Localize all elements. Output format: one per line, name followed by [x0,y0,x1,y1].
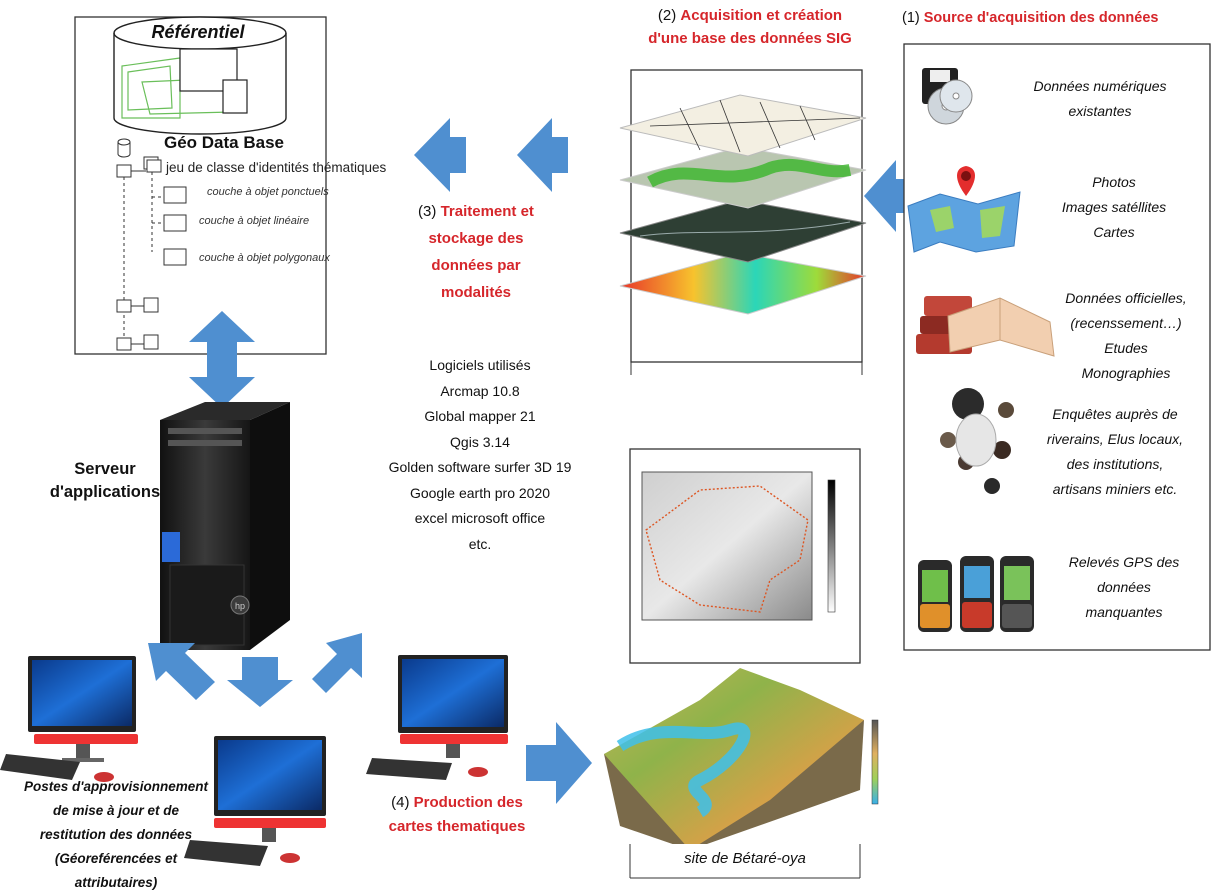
software-item: Golden software surfer 3D 19 [388,459,572,475]
source-line: riverains, Elus locaux, [1046,431,1184,447]
dem-study-boundary [645,485,809,613]
step1-number: (1) [902,10,920,26]
floppy-cd-icon [922,68,973,125]
server-tower: hp [160,402,290,650]
svg-text:hp: hp [235,601,245,611]
workstation-3 [366,655,508,780]
step2-line: d'une base des données SIG [648,30,852,47]
software-item: Qgis 3.14 [450,433,510,450]
server-label-line: Serveur [74,460,136,478]
source-line: Cartes [1093,224,1135,240]
source-line: des institutions, [1066,456,1164,472]
step3-line: modalités [440,284,512,301]
software-item: Global mapper 21 [424,408,536,424]
software-item: excel microsoft office [414,510,546,526]
feature-dataset-label: jeu de classe d'identités thématiques [166,160,387,175]
source-line: données [1097,579,1151,595]
layer-line-label: couche à objet linéaire [199,215,310,227]
software-item: Arcmap 10.8 [440,382,520,399]
database-cylinder-side [113,33,287,135]
arrow-down-right [312,633,362,693]
double-arrow-vertical [189,311,255,408]
gps-devices-icon [918,556,1034,632]
dem-color-scale [827,479,836,613]
step2-line: Acquisition et création [680,7,843,24]
source-line: Photos [1092,174,1136,190]
arrow-left-1 [517,118,568,192]
source-line: existantes [1068,103,1132,119]
source-line: manquantes [1085,604,1163,620]
software-item: Google earth pro 2020 [409,484,551,501]
workstations-label-line: Postes d'approvisionnement [24,779,208,794]
workstation-2 [184,736,326,866]
terrain-3d-model [604,668,879,850]
arrow-down [227,657,293,707]
source-gps: Relevés GPS des données manquantes [1046,550,1202,625]
step3-line: données par [431,257,521,274]
step4-line: Production des [413,794,523,811]
layer-point-label: couche à objet ponctuels [207,186,329,198]
arrow-down-left [148,643,215,700]
gis-layer-stack [619,94,867,315]
step4-label: (4) Production des cartes thematiques [372,791,542,839]
step2-number: (2) [657,7,677,24]
workstations-label-line: restitution des données [39,827,193,842]
arrow-to-final-map [526,722,592,804]
arrow-left-3 [864,160,908,232]
source-line: Données numériques [1033,78,1167,94]
step2-label: (2) Acquisition et création d'une base d… [600,4,900,50]
step3-number: (3) [418,203,437,220]
source-photos-maps: Photos Images satéllites Cartes [1014,170,1214,245]
source-official-data: Données officielles, (recenssement…) Etu… [1036,286,1216,386]
step1-text: Source d'acquisition des données [923,10,1159,26]
step4-number: (4) [391,794,410,811]
arrow-left-2 [414,118,466,192]
workstation-1 [0,656,138,782]
map-pin-icon [907,166,1021,253]
layer-polygon-label: couche à objet polygonaux [199,252,330,264]
geodatabase-label: Géo Data Base [164,133,284,152]
source-line: Etudes [1104,340,1148,356]
source-digital-data: Données numériques existantes [1000,74,1200,124]
people-meeting-icon [940,388,1014,494]
database-map-inset [222,79,248,114]
workstations-label: Postes d'approvisionnement de mise à jou… [0,775,232,895]
source-line: Relevés GPS des [1068,554,1180,570]
software-heading: Logiciels utilisés [429,357,531,373]
step1-label: (1) Source d'acquisition des données [902,10,1222,26]
dem-map [641,471,813,621]
source-line: Enquêtes auprès de [1052,406,1178,422]
step3-label: (3) Traitement et stockage des données p… [396,198,556,306]
server-label-line: d'applications [49,483,161,501]
workstations-label-line: (Géoreférencées et [54,851,178,866]
geodatabase-tree [116,138,187,351]
server-label: Serveur d'applications [40,458,170,504]
source-line: (recenssement…) [1070,315,1182,331]
software-item: etc. [468,535,492,552]
step4-line: cartes thematiques [388,818,526,835]
referentiel-title: Référentiel [151,22,245,42]
workstations-label-line: attributaires) [74,875,158,890]
workstations-label-line: de mise à jour et de [52,803,180,818]
books-icon [916,296,1055,357]
source-line: Données officielles, [1065,290,1187,306]
step3-line: Traitement et [440,203,534,220]
software-list: Logiciels utilisés Arcmap 10.8 Global ma… [344,353,616,557]
source-line: Monographies [1081,365,1171,381]
site-caption: site de Bétaré-oya [684,850,806,867]
source-line: Images satéllites [1061,199,1167,215]
step3-line: stockage des [428,230,524,247]
source-line: artisans miniers etc. [1052,481,1178,497]
source-surveys: Enquêtes auprès de riverains, Elus locau… [1016,402,1214,502]
terrain-caption-frame [630,844,860,878]
